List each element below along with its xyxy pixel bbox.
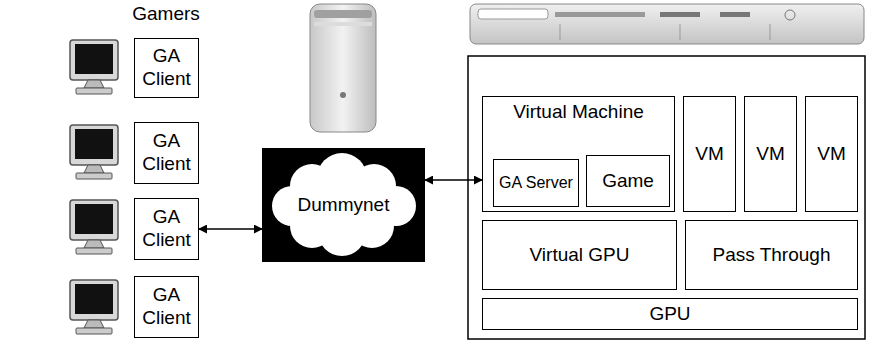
node-label: Virtual Machine [513,101,644,124]
node-label: Dummynet [298,194,390,217]
passthrough-box: Pass Through [685,220,858,290]
node-label: GA Client [135,45,198,91]
vm-box: VM [805,96,858,212]
network-cloud: Dummynet [262,148,425,262]
client-box: GA Client [134,38,199,98]
node-label: GA Server [499,173,573,192]
node-label: GPU [649,303,690,326]
vgpu-box: Virtual GPU [482,220,677,290]
node-label: Pass Through [713,244,831,267]
node-label: GA Client [135,284,198,330]
double-arrow [199,228,262,230]
server-box: GA Server [493,159,579,207]
group-label: Gamers [132,3,200,26]
node-label: Virtual GPU [530,244,630,267]
monitor-icon [70,40,118,334]
client-box: GA Client [134,122,199,184]
server-tower-icon [310,4,376,132]
node-label: VM [695,143,724,166]
vm-box: Virtual Machine GA Server Game [482,96,675,212]
node-label: VM [817,143,846,166]
node-label: Game [602,170,654,193]
node-label: GA Client [135,206,198,252]
rack-server-icon [470,4,864,44]
gpu-box: GPU [482,298,858,330]
server-box [468,56,865,339]
game-box: Game [586,155,670,207]
client-box: GA Client [134,276,199,338]
double-arrow [425,179,482,181]
node-label: VM [756,143,785,166]
client-box: GA Client [134,198,199,260]
vm-box: VM [683,96,736,212]
node-label: GA Client [135,130,198,176]
vm-box: VM [744,96,797,212]
